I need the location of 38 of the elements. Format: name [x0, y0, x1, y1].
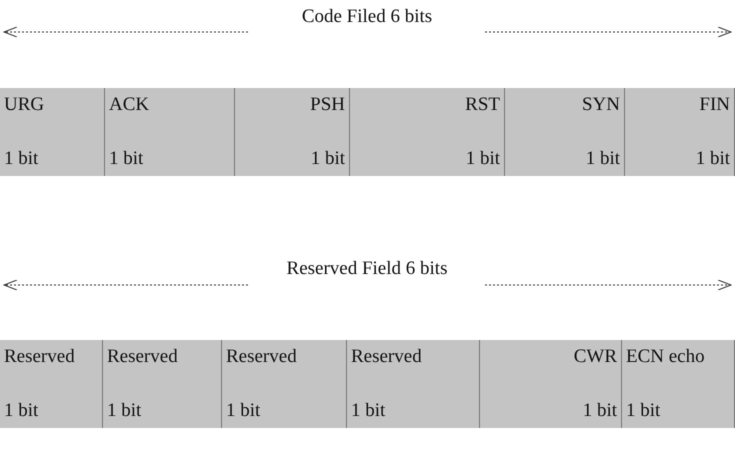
bit-field-cell	[622, 340, 735, 428]
field-name: SYN	[582, 94, 620, 116]
field-heading: Reserved Field 6 bits	[286, 258, 448, 279]
bit-width: 1 bit	[109, 148, 144, 170]
bit-field-cell	[235, 88, 350, 176]
bit-width: 1 bit	[466, 148, 500, 170]
bit-field-cell	[347, 340, 480, 428]
field-name: RST	[465, 94, 500, 116]
bit-field-cell	[350, 88, 505, 176]
field-name: Reserved	[4, 346, 75, 368]
field-name: FIN	[699, 94, 730, 116]
bit-field-cell	[105, 88, 235, 176]
field-name: PSH	[310, 94, 345, 116]
field-name: URG	[4, 94, 44, 116]
bit-width: 1 bit	[351, 400, 386, 422]
field-name: Reserved	[351, 346, 422, 368]
bit-field-cell	[222, 340, 347, 428]
bit-field-cell	[625, 88, 735, 176]
bit-width: 1 bit	[586, 148, 620, 170]
bit-width: 1 bit	[582, 400, 617, 422]
field-name: ACK	[109, 94, 150, 116]
field-heading: Code Filed 6 bits	[300, 6, 434, 27]
bit-field-cell	[103, 340, 222, 428]
bit-width: 1 bit	[4, 400, 38, 422]
bit-field-cell	[480, 340, 622, 428]
bit-width: 1 bit	[626, 400, 660, 422]
bit-width: 1 bit	[4, 148, 38, 170]
bit-field-cell	[505, 88, 625, 176]
field-name: Reserved	[226, 346, 297, 368]
bit-width: 1 bit	[310, 148, 345, 170]
bit-field-cell	[0, 88, 105, 176]
bit-field-cell	[0, 340, 103, 428]
bit-width: 1 bit	[226, 400, 260, 422]
field-name: CWR	[574, 346, 617, 368]
bit-width: 1 bit	[696, 148, 730, 170]
field-name: ECN echo	[626, 346, 705, 368]
field-name: Reserved	[107, 346, 178, 368]
bit-width: 1 bit	[107, 400, 142, 422]
